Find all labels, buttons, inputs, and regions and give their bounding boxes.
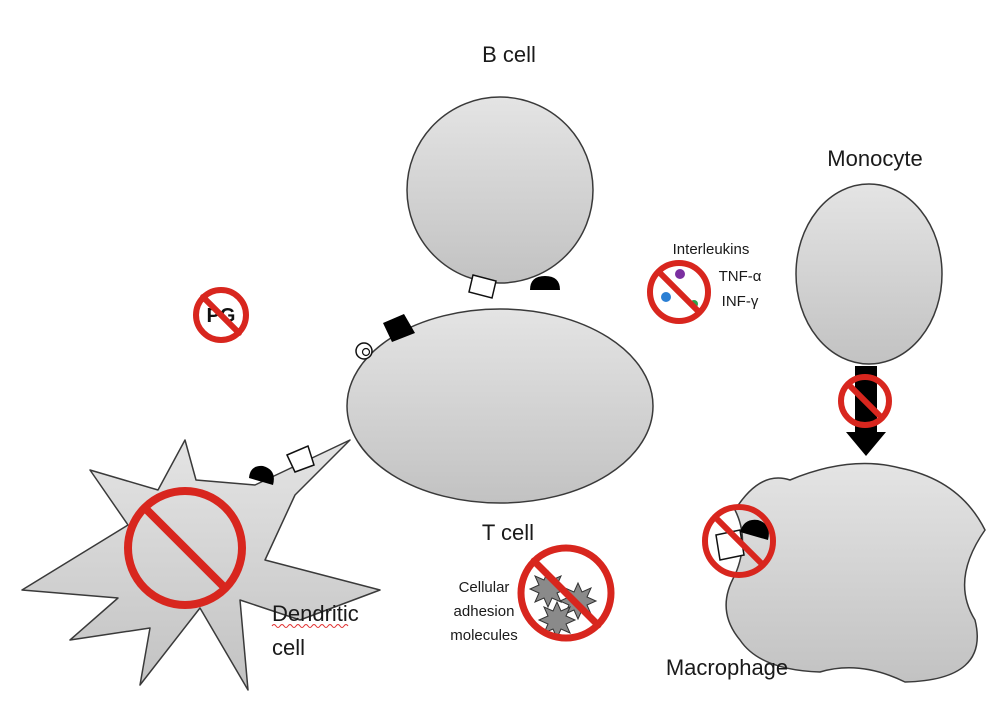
macrophage-black-receptor-icon [740, 519, 769, 540]
tnf-alpha-label: TNF-α [719, 268, 762, 285]
t-cell-black-receptor-icon [383, 314, 415, 342]
macrophage-label: Macrophage [666, 655, 788, 680]
adhesion-label-line1: Cellular [459, 579, 510, 596]
t-cell-shape [346, 308, 654, 504]
b-cell-white-receptor-icon [468, 274, 497, 299]
t-cell-ring-receptor-icon [355, 342, 373, 360]
prohibition-sign-macrophage-icon [702, 504, 776, 578]
spellcheck-underline [271, 624, 349, 628]
t-cell-label: T cell [482, 520, 534, 545]
b-cell-black-receptor-icon [530, 276, 560, 290]
cytokine-purple-dot-icon [675, 269, 685, 279]
b-cell-label: B cell [482, 42, 536, 67]
monocyte-shape [795, 183, 943, 365]
dendritic-cell-label-line2: cell [272, 635, 305, 660]
adhesion-label-line2: adhesion [454, 603, 515, 620]
prohibition-sign-prostaglandin-icon: PG [193, 287, 249, 343]
cytokine-blue-dot-icon [661, 292, 671, 302]
dendritic-cell-label-line1: Dendritic [272, 601, 359, 626]
macrophage-shape [725, 462, 986, 683]
prohibition-sign-dendritic-icon [124, 487, 246, 609]
monocyte-label: Monocyte [827, 146, 922, 171]
prohibition-sign-cytokines-icon [647, 260, 711, 324]
interleukins-label: Interleukins [673, 241, 750, 258]
prohibition-sign-differentiation-icon [838, 374, 892, 428]
b-cell-shape [406, 96, 594, 284]
dendritic-black-receptor-icon [249, 465, 274, 485]
inf-gamma-label: INF-γ [722, 293, 759, 310]
dendritic-white-receptor-icon [285, 444, 315, 473]
adhesion-label-line3: molecules [450, 627, 518, 644]
prohibition-sign-adhesion-icon [517, 544, 615, 642]
